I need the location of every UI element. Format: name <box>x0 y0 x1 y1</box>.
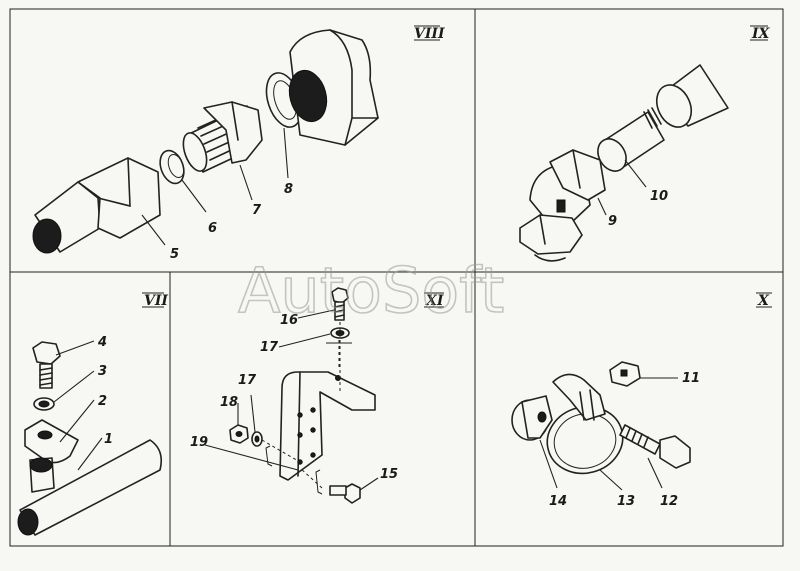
label-viii: VIII <box>414 26 445 42</box>
part-12-bolt <box>619 424 691 469</box>
section-vii <box>17 341 163 536</box>
part-14-pad <box>511 395 553 441</box>
section-ix <box>519 64 729 262</box>
section-labels: VIII IX VII XI X <box>142 25 772 309</box>
part-number-3: 3 <box>98 364 107 379</box>
part-number-15: 15 <box>380 467 398 482</box>
part-number-6: 6 <box>208 221 217 236</box>
part-number-5: 5 <box>170 247 179 262</box>
panel-grid <box>9 8 784 547</box>
part-number-13: 13 <box>617 494 635 509</box>
section-viii <box>32 29 379 254</box>
part-11-nut <box>609 361 641 387</box>
part-16-bolt <box>331 287 349 321</box>
part-number-14: 14 <box>549 494 567 509</box>
label-x: X <box>757 293 770 309</box>
part-7-fitting <box>182 101 263 173</box>
part-13-clamp <box>546 373 624 475</box>
part-number-8: 8 <box>284 182 293 197</box>
part-number-17-top: 17 <box>260 340 279 355</box>
part-3-washer <box>33 397 55 411</box>
label-vii: VII <box>144 293 168 309</box>
part-10-sleeve <box>597 107 665 172</box>
dashed-guides <box>261 322 352 495</box>
part-9-elbow <box>519 149 606 262</box>
section-x <box>511 361 691 475</box>
part-18-nut <box>229 424 249 444</box>
pipe-end <box>655 64 729 128</box>
section-xi <box>229 287 376 504</box>
part-4-bolt <box>32 341 61 389</box>
part-number-10: 10 <box>650 189 668 204</box>
part-15-bolt <box>329 483 361 504</box>
part-number-11: 11 <box>682 371 700 386</box>
part-number-19: 19 <box>190 435 208 450</box>
part-number-2: 2 <box>98 394 107 409</box>
part-number-1: 1 <box>104 432 113 447</box>
part-number-17-side: 17 <box>238 373 257 388</box>
part-2-clamp <box>24 419 79 464</box>
part-number-4: 4 <box>97 335 107 350</box>
part-17-washer-side <box>251 431 263 447</box>
watermark: AutoSoft <box>238 254 504 327</box>
part-number-9: 9 <box>608 214 617 229</box>
part-number-12: 12 <box>660 494 678 509</box>
part-6-ring <box>159 149 185 185</box>
part-numbers: 5 6 7 8 9 10 4 3 2 1 16 17 17 18 19 15 1… <box>97 182 700 509</box>
part-number-16: 16 <box>280 313 298 328</box>
part-number-18: 18 <box>220 395 238 410</box>
leader-lines <box>53 127 678 491</box>
part-5-union-nut <box>32 157 161 254</box>
part-19-bracket <box>279 371 376 481</box>
label-xi: XI <box>425 293 444 309</box>
label-ix: IX <box>751 26 771 42</box>
part-1-tube <box>17 439 163 536</box>
housing-body <box>288 29 379 146</box>
part-number-7: 7 <box>252 203 262 218</box>
